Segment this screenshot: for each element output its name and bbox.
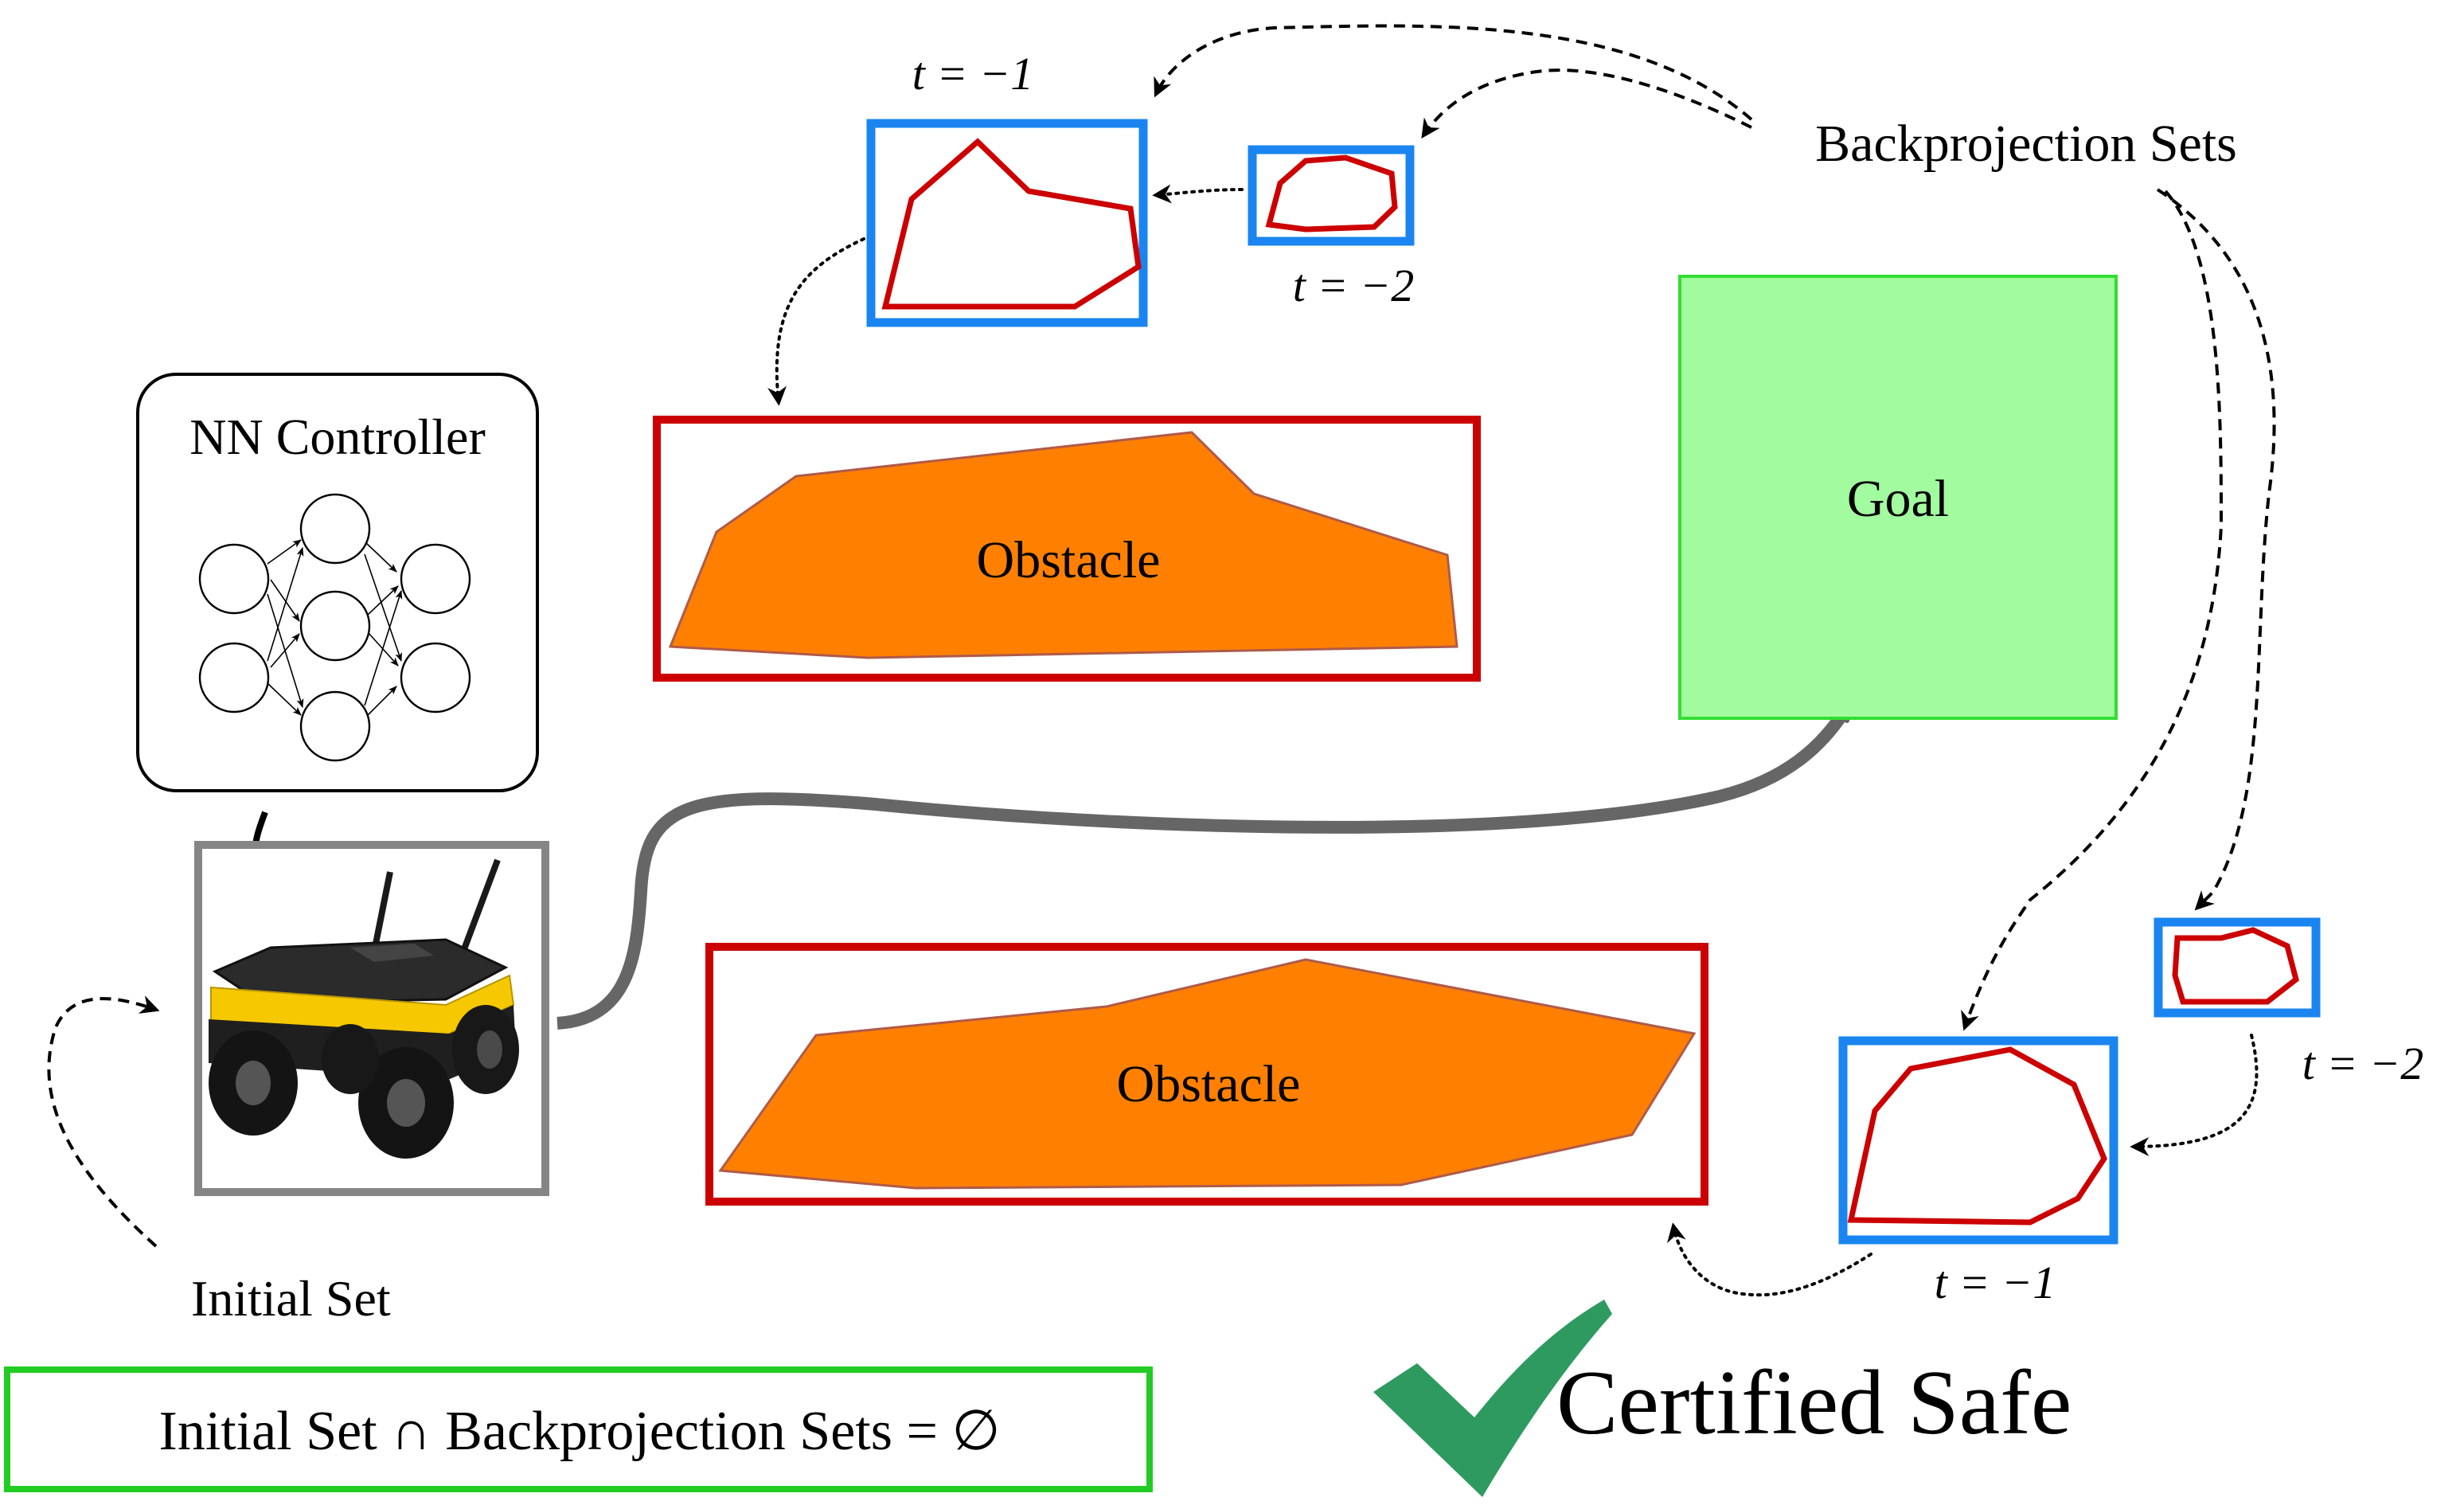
bottom-bp-polytope-t2 xyxy=(2172,927,2299,1005)
obstacle-bottom-shape xyxy=(718,958,1697,1190)
top-t1-to-obstacle-arrow xyxy=(767,237,865,406)
obstacle-top-label: Obstacle xyxy=(977,531,1161,589)
certified-safe-label: Certified Safe xyxy=(1556,1352,2072,1454)
bp-arrow-bottom-t1 xyxy=(1961,190,2224,1031)
bp-arrow-bottom-t2 xyxy=(2156,188,2276,911)
trajectory-arrow xyxy=(556,697,1857,1030)
input-neuron-2 xyxy=(198,642,270,713)
hidden-neuron-3 xyxy=(299,690,371,762)
nn-controller: NN Controller xyxy=(136,373,539,956)
checkmark-icon xyxy=(1373,1300,1612,1497)
backprojection-sets-label: Backprojection Sets xyxy=(1815,115,2237,173)
nn-controller-label: NN Controller xyxy=(189,409,486,465)
safety-condition-box xyxy=(4,1366,1153,1492)
output-neuron-2 xyxy=(400,642,471,713)
goal-region xyxy=(1678,275,2118,720)
certified-safe: Certified Safe xyxy=(1373,1300,2072,1497)
neural-network-icon xyxy=(198,493,471,762)
goal: Goal xyxy=(1678,275,2118,720)
hidden-neuron-2 xyxy=(299,590,371,662)
obstacle-bottom-box xyxy=(705,943,1708,1206)
top-bp-box-t1 xyxy=(866,119,1148,327)
initial-set-arrow xyxy=(47,995,160,1248)
top-t2-label: t = −2 xyxy=(1293,260,1414,311)
top-t1-label: t = −1 xyxy=(912,48,1033,100)
backprojection-sets: Backprojection Sets xyxy=(1154,24,2276,1031)
safety-condition-text: Initial Set ∩ Backprojection Sets = ∅ xyxy=(159,1401,1001,1462)
output-neuron-1 xyxy=(400,543,471,615)
top-t2-to-t1-arrow xyxy=(1152,184,1244,204)
bottom-bp-polytope-t1 xyxy=(1847,1046,2107,1226)
input-neuron-1 xyxy=(198,543,270,615)
safety-condition: Initial Set ∩ Backprojection Sets = ∅ xyxy=(4,1366,1153,1492)
top-bp-box-t2 xyxy=(1248,145,1415,246)
obstacle-bottom-label: Obstacle xyxy=(1117,1055,1301,1113)
initial-set: Initial Set xyxy=(47,841,549,1327)
obstacle-bottom: Obstacle xyxy=(705,943,1708,1206)
bottom-t2-label: t = −2 xyxy=(2302,1038,2423,1089)
obstacle-top-shape xyxy=(668,431,1458,659)
ground-robot-icon xyxy=(209,858,519,1159)
obstacle-top: Obstacle xyxy=(653,416,1481,682)
top-bp-polytope-t2 xyxy=(1265,154,1398,233)
initial-set-label: Initial Set xyxy=(191,1270,391,1327)
bp-arrow-top-t2 xyxy=(1421,68,1752,139)
bottom-t1-label: t = −1 xyxy=(1935,1257,2056,1308)
bottom-backprojection: t = −2 t = −1 xyxy=(1667,917,2423,1308)
bottom-bp-box-t1 xyxy=(1838,1036,2118,1245)
network-edges xyxy=(267,539,403,717)
goal-label: Goal xyxy=(1847,470,1949,528)
top-bp-polytope-t1 xyxy=(881,138,1142,310)
bottom-t2-to-t1-arrow xyxy=(2130,1034,2259,1156)
bottom-t1-to-obstacle-arrow xyxy=(1667,1222,1872,1297)
hidden-neuron-1 xyxy=(299,493,371,565)
top-backprojection: t = −1 t = −2 xyxy=(767,48,1415,406)
bp-arrow-top-t1 xyxy=(1154,24,1753,121)
bottom-bp-box-t2 xyxy=(2154,917,2321,1018)
obstacle-top-box xyxy=(653,416,1481,682)
